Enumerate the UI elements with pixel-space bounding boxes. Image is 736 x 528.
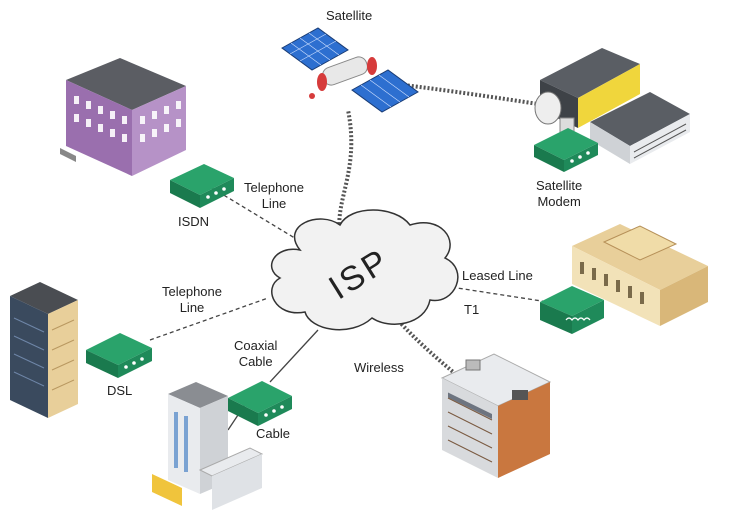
coaxial-line [269, 329, 319, 383]
telephone-line-top-label: Telephone Line [244, 180, 304, 212]
coaxial-cable-line2: Cable [238, 354, 273, 369]
t1-modem-device [540, 286, 604, 334]
wireless-building [440, 353, 552, 478]
satellite-modem-device [534, 128, 598, 172]
t1-dashed-line [437, 284, 549, 303]
isp-cloud: ISP [270, 209, 459, 331]
telephone-line-left-line1: Telephone [162, 284, 222, 299]
dsl-label: DSL [107, 383, 133, 398]
telephone-line-left-line2: Line [179, 300, 205, 315]
cable-label: Cable [256, 426, 290, 441]
wireless-label: Wireless [354, 360, 404, 375]
satellite-icon [281, 27, 419, 113]
cable-modem-device [228, 381, 292, 426]
satellite-modem-label-line2: Modem [537, 194, 581, 209]
dsl-building [10, 282, 78, 418]
telephone-line-top-line1: Telephone [244, 180, 304, 195]
t1-label: T1 [464, 302, 480, 317]
satellite-modem-label-line1: Satellite [536, 178, 583, 193]
satellite-office-building [534, 48, 690, 164]
coaxial-cable-line1: Coaxial [234, 338, 278, 353]
telephone-line-left-label: Telephone Line [162, 284, 222, 316]
dsl-modem-device [86, 333, 152, 378]
satellite-label: Satellite [326, 8, 373, 23]
telephone-line-top-line2: Line [261, 196, 287, 211]
leased-line-building [572, 224, 708, 326]
satellite-modem-label: Satellite Modem [536, 178, 582, 210]
satellite-coil-link [337, 109, 354, 233]
isdn-dashed-line [211, 187, 299, 241]
isdn-modem-device [170, 164, 234, 208]
isdn-building [60, 58, 186, 176]
cable-building [152, 382, 264, 510]
leased-line-label: Leased Line [462, 268, 533, 283]
isdn-label: ISDN [178, 214, 210, 229]
coaxial-cable-label: Coaxial Cable [234, 338, 277, 370]
